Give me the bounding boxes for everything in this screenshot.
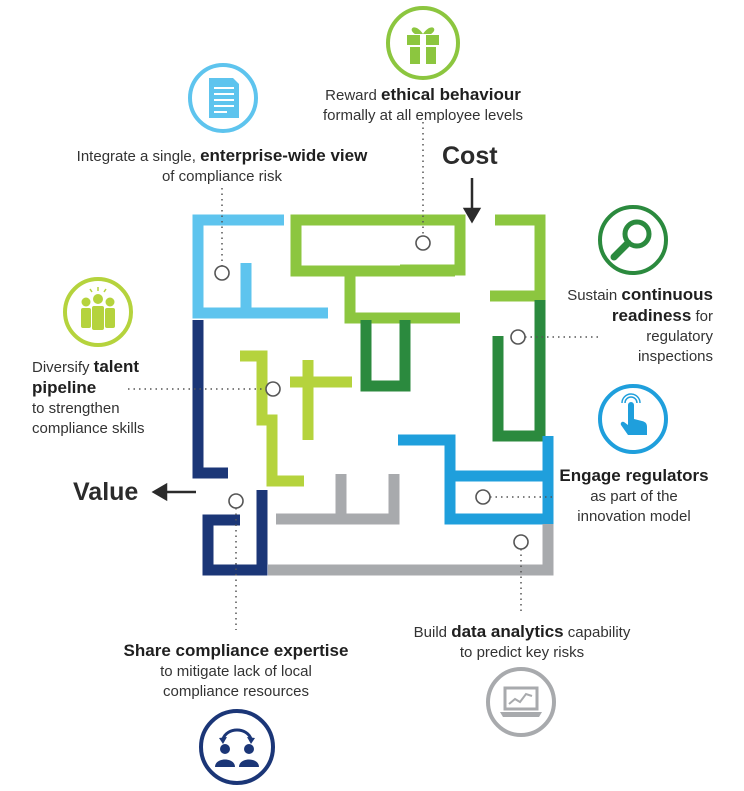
team-icon [63,277,133,347]
gift-icon [386,6,460,80]
maze-wall-dark-green-left [360,320,411,392]
maze-wall-navy [192,320,228,479]
maze-wall-dark-green-right [492,300,546,442]
maze-wall-blue [398,434,554,525]
label-engage: Engage regulators as part of the innovat… [559,466,709,525]
cost-label: Cost [442,142,498,170]
node-share [228,493,244,509]
analytics-laptop-icon [486,667,556,737]
document-icon [188,63,258,133]
touch-icon [598,384,668,454]
magnifier-icon [598,205,668,275]
node-sustain [510,329,526,345]
value-label: Value [73,478,139,506]
node-diversify [265,381,281,397]
maze-wall-light-green-inner [344,275,460,324]
maze-wall-light-green-right [490,214,546,302]
label-reward: Reward ethical behaviour formally at all… [322,85,524,124]
label-sustain: Sustain continuous readiness for regulat… [567,285,713,365]
maze-wall-gray [268,524,554,576]
maze-wall-lime-cross [290,360,352,440]
maze-wall-navy-bottom [202,490,268,576]
label-integrate: Integrate a single, enterprise-wide view… [76,146,368,185]
maze-wall-gray-inner [276,474,400,525]
maze-wall-light-blue [192,214,328,319]
exchange-people-icon [199,709,275,785]
maze-wall-light-green [290,214,466,277]
maze-wall-lime-left [240,350,304,487]
label-diversify: Diversify talent pipeline to strengthen … [32,357,145,437]
node-build [513,534,529,550]
node-reward [415,235,431,251]
node-engage [475,489,491,505]
node-integrate [214,265,230,281]
label-build: Build data analytics capability to predi… [413,622,631,661]
label-share: Share compliance expertise to mitigate l… [123,641,349,700]
